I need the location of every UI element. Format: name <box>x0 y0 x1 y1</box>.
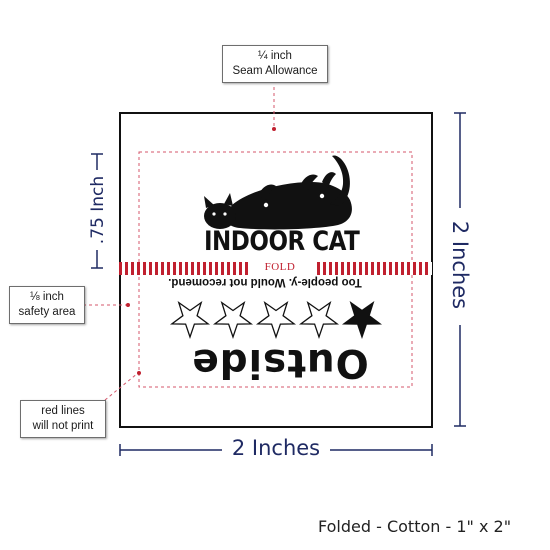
fold-stripe-dash <box>167 262 170 275</box>
star-outline-icon <box>212 300 254 340</box>
rating-stars <box>169 300 383 340</box>
seam-callout-line1: ¼ inch <box>258 50 292 62</box>
dimension-width-2-inches <box>119 444 433 456</box>
dimension-width-label: 2 Inches <box>231 436 321 460</box>
fold-stripe-dash <box>209 262 212 275</box>
fold-stripe-dash <box>323 262 326 275</box>
dimension-height-label: 2 Inches <box>448 220 472 310</box>
cat-lying-on-back-icon <box>204 155 352 230</box>
fold-stripe-dash <box>341 262 344 275</box>
fold-stripe-dash <box>347 262 350 275</box>
fold-stripe-dash <box>161 262 164 275</box>
dimension-75-inch <box>91 153 103 269</box>
fold-stripe-dash <box>233 262 236 275</box>
fold-stripe-dash <box>365 262 368 275</box>
fold-stripe-dash <box>239 262 242 275</box>
safety-area-callout: ⅛ inch safety area <box>9 286 85 324</box>
fold-stripe-dash <box>329 262 332 275</box>
fold-stripe-dash <box>155 262 158 275</box>
redlines-callout-line1: red lines <box>41 405 85 417</box>
seam-leader-dot <box>272 127 276 131</box>
review-text: Too people-y. Would not recomend. <box>168 276 362 288</box>
star-outline-icon <box>255 300 297 340</box>
fold-stripe-dash <box>185 262 188 275</box>
seam-callout-line2: Seam Allowance <box>232 65 318 77</box>
fold-stripe-dash <box>359 262 362 275</box>
fold-stripe-dash <box>419 262 422 275</box>
logo-text: INDOOR CAT <box>204 227 360 257</box>
fold-stripe-dash <box>137 262 140 275</box>
dimension-75-inch-label: .75 Inch <box>88 175 108 245</box>
fold-stripe-dash <box>407 262 410 275</box>
safety-leader-dot <box>126 303 130 307</box>
fold-label: FOLD <box>250 261 310 274</box>
fold-stripe-dash <box>227 262 230 275</box>
star-filled-icon <box>341 300 383 340</box>
fold-stripe-dash <box>401 262 404 275</box>
fold-stripe-dash <box>215 262 218 275</box>
fold-stripe-dash <box>197 262 200 275</box>
fold-stripe-dash <box>245 262 248 275</box>
fold-stripe-dash <box>389 262 392 275</box>
fold-stripe-dash <box>125 262 128 275</box>
fold-stripe-dash <box>377 262 380 275</box>
red-lines-callout: red lines will not print <box>20 400 106 438</box>
redlines-leader-dot <box>137 371 141 375</box>
fold-stripe-dash <box>353 262 356 275</box>
fold-stripe-dash <box>395 262 398 275</box>
fold-stripe-dash <box>143 262 146 275</box>
safety-callout-line1: ⅛ inch <box>30 291 64 303</box>
dimension-height-2-inches <box>454 112 466 427</box>
fold-stripe-dash <box>203 262 206 275</box>
star-outline-icon <box>298 300 340 340</box>
fold-stripe-dash <box>335 262 338 275</box>
cat-face-details <box>212 193 325 216</box>
fold-stripe-dash <box>191 262 194 275</box>
redlines-callout-line2: will not print <box>32 420 94 432</box>
fold-stripe-dash <box>149 262 152 275</box>
star-outline-icon <box>169 300 211 340</box>
fold-stripe-dash <box>413 262 416 275</box>
fold-stripe-dash <box>173 262 176 275</box>
fold-stripe-dash <box>119 262 122 275</box>
fold-stripe-dash <box>371 262 374 275</box>
fold-stripe-dash <box>179 262 182 275</box>
fold-stripe-dash <box>131 262 134 275</box>
footer-caption: Folded - Cotton - 1" x 2" <box>318 517 512 536</box>
safety-callout-line2: safety area <box>18 306 76 318</box>
seam-allowance-callout: ¼ inch Seam Allowance <box>222 45 328 83</box>
fold-stripe-dash <box>383 262 386 275</box>
fold-stripe-dash <box>221 262 224 275</box>
fold-stripe-dash <box>317 262 320 275</box>
fold-stripe-dash <box>425 262 428 275</box>
outside-text: Outside <box>191 340 369 385</box>
redlines-leader-line <box>104 372 139 401</box>
